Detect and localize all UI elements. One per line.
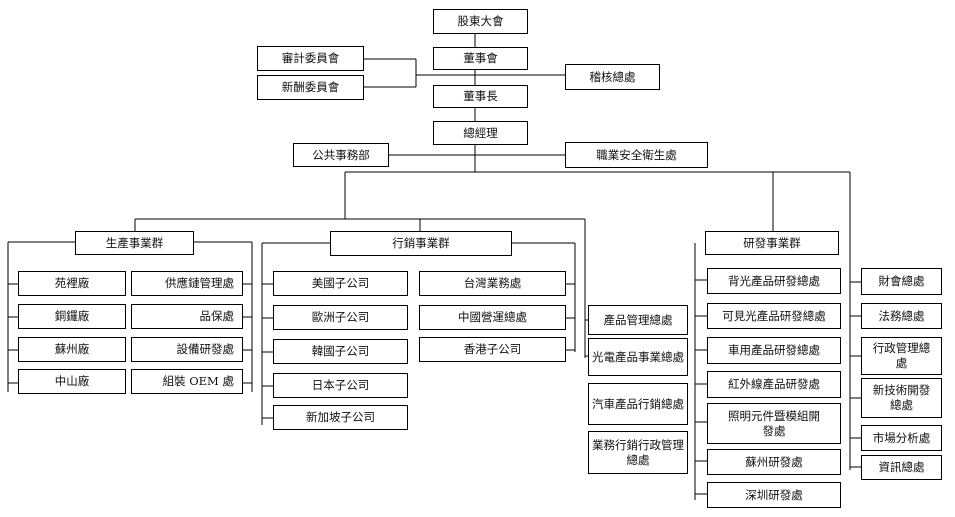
rd-group-label: 研發事業群 [743, 235, 801, 250]
sales-office-label: 香港子公司 [463, 342, 522, 356]
subsidiary-box: 美國子公司 [273, 271, 408, 296]
rd-unit-label: 背光產品研發總處 [728, 273, 820, 288]
plant-box: 蘇州廠 [18, 337, 126, 362]
production-group-box: 生產事業群 [75, 231, 194, 255]
internal-audit-label: 稽核總處 [589, 69, 636, 84]
subsidiary-label: 新加坡子公司 [306, 410, 375, 424]
production-office-label: 組裝 OEM 處 [162, 374, 234, 388]
public-affairs-label: 公共事務部 [312, 147, 370, 162]
plant-box: 銅鑼廠 [18, 304, 126, 329]
subsidiary-box: 韓國子公司 [273, 339, 408, 364]
chairman-label: 董事長 [463, 89, 498, 103]
audit-committee-label: 審計委員會 [281, 51, 340, 65]
admin-unit-box: 行政管理總處 [861, 337, 942, 375]
salary-committee-label: 新酬委員會 [281, 80, 340, 94]
subsidiary-box: 歐洲子公司 [273, 305, 408, 330]
admin-unit-label: 法務總處 [878, 308, 925, 323]
rd-unit-label: 深圳研發處 [745, 487, 803, 502]
audit-committee-box: 審計委員會 [257, 46, 364, 71]
product-unit-box: 產品管理總處 [588, 305, 688, 335]
sales-office-box: 香港子公司 [419, 337, 566, 362]
shareholders-label: 股東大會 [457, 14, 504, 28]
admin-unit-label: 財會總處 [878, 274, 925, 288]
admin-unit-label: 市場分析處 [872, 430, 931, 445]
admin-unit-label: 資訊總處 [878, 460, 925, 474]
production-office-label: 品保處 [199, 309, 235, 323]
rd-group-box: 研發事業群 [705, 231, 839, 255]
subsidiary-label: 日本子公司 [311, 378, 370, 392]
admin-unit-label: 行政管理總處 [872, 341, 931, 370]
plant-label: 中山廠 [54, 374, 90, 388]
general-manager-box: 總經理 [433, 121, 528, 145]
admin-unit-box: 資訊總處 [861, 455, 942, 480]
product-unit-box: 業務行銷行政管理總處 [588, 431, 688, 474]
rd-unit-label: 照明元件暨模組開發處 [728, 408, 820, 438]
board-label: 董事會 [463, 51, 498, 65]
general-manager-label: 總經理 [463, 125, 498, 140]
production-office-label: 設備研發處 [176, 342, 235, 356]
rd-unit-box: 紅外線產品研發處 [707, 371, 841, 398]
subsidiary-label: 韓國子公司 [311, 344, 370, 358]
plant-label: 苑裡廠 [54, 276, 90, 290]
rd-unit-box: 深圳研發處 [707, 482, 841, 508]
admin-unit-label: 新技術開發總處 [872, 383, 931, 412]
product-unit-box: 汽車產品行銷總處 [588, 383, 688, 425]
internal-audit-box: 稽核總處 [565, 64, 660, 90]
subsidiary-label: 美國子公司 [311, 276, 370, 290]
safety-box: 職業安全衛生處 [565, 142, 708, 168]
sales-group-box: 行銷事業群 [330, 231, 512, 256]
production-office-box: 設備研發處 [131, 337, 243, 362]
plant-box: 苑裡廠 [18, 271, 126, 296]
production-office-box: 組裝 OEM 處 [131, 369, 243, 394]
production-office-box: 品保處 [131, 304, 243, 329]
rd-unit-box: 背光產品研發總處 [707, 268, 841, 294]
chairman-box: 董事長 [433, 85, 528, 108]
subsidiary-box: 日本子公司 [273, 373, 408, 398]
rd-unit-label: 蘇州研發處 [745, 454, 803, 469]
product-unit-label: 產品管理總處 [603, 312, 673, 327]
rd-unit-label: 可見光產品研發總處 [722, 308, 826, 323]
rd-unit-box: 蘇州研發處 [707, 449, 841, 475]
product-unit-label: 光電產品事業總處 [592, 349, 684, 364]
product-unit-label: 業務行銷行政管理總處 [592, 437, 684, 467]
sales-office-box: 中國營運總處 [419, 305, 566, 330]
plant-box: 中山廠 [18, 369, 126, 394]
safety-label: 職業安全衛生處 [596, 147, 677, 162]
product-unit-label: 汽車產品行銷總處 [592, 396, 684, 411]
sales-office-label: 台灣業務處 [463, 276, 522, 290]
rd-unit-box: 照明元件暨模組開發處 [707, 403, 841, 444]
plant-label: 銅鑼廠 [54, 309, 90, 323]
rd-unit-box: 車用產品研發總處 [707, 337, 841, 364]
plant-label: 蘇州廠 [54, 342, 90, 356]
public-affairs-box: 公共事務部 [293, 143, 389, 167]
admin-unit-box: 新技術開發總處 [861, 378, 942, 418]
admin-unit-box: 財會總處 [861, 268, 942, 295]
salary-committee-box: 新酬委員會 [257, 75, 364, 100]
admin-unit-box: 市場分析處 [861, 425, 942, 451]
rd-unit-box: 可見光產品研發總處 [707, 303, 841, 329]
subsidiary-box: 新加坡子公司 [273, 405, 408, 430]
production-office-box: 供應鏈管理處 [131, 271, 243, 296]
subsidiary-label: 歐洲子公司 [311, 310, 370, 324]
shareholders-box: 股東大會 [433, 9, 528, 34]
sales-group-label: 行銷事業群 [392, 236, 450, 250]
rd-unit-label: 紅外線產品研發處 [728, 377, 820, 391]
board-box: 董事會 [433, 47, 528, 70]
production-group-label: 生產事業群 [105, 235, 164, 250]
production-office-label: 供應鏈管理處 [165, 276, 234, 290]
product-unit-box: 光電產品事業總處 [588, 338, 688, 376]
sales-office-label: 中國營運總處 [458, 310, 527, 324]
rd-unit-label: 車用產品研發總處 [728, 343, 820, 357]
sales-office-box: 台灣業務處 [419, 271, 566, 296]
admin-unit-box: 法務總處 [861, 303, 942, 329]
